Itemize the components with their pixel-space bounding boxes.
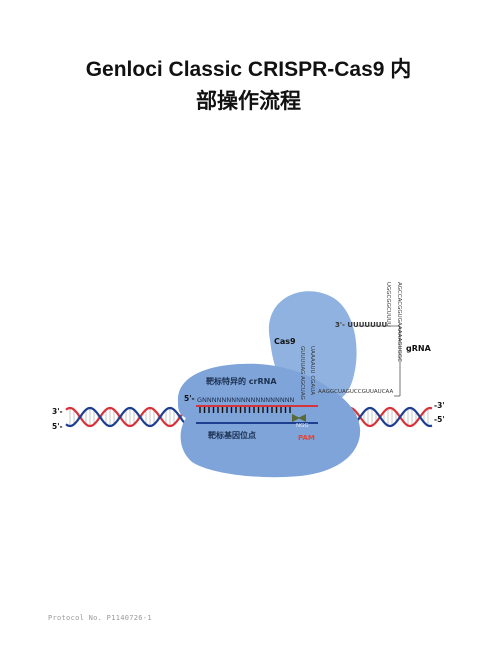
grna-label: gRNA [406, 344, 432, 353]
pam-arrow-left [298, 414, 306, 422]
cas9-label: Cas9 [274, 337, 296, 346]
title-line-2: 部操作流程 [196, 90, 301, 113]
pam-arrow-right [292, 414, 300, 422]
cas9-protein [177, 291, 361, 478]
grna-bracket [356, 325, 401, 397]
duplex-base-pairs [199, 407, 291, 413]
crrna-label: 靶标特异的 crRNA [206, 376, 277, 386]
right-5prime-end: -5' [434, 415, 445, 424]
grna-3prime-label: 3'- UUUUUUU [335, 321, 387, 329]
n-sequence-label: GNNNNNNNNNNNNNNNNNNN [197, 396, 295, 404]
crrna-5prime-label: 5'- [184, 394, 195, 403]
protocol-number: Protocol No. P1140726-1 [48, 614, 152, 622]
target-site-label: 靶标基因位点 [208, 430, 256, 440]
title-line-1: Genloci Classic CRISPR-Cas9 内 [85, 58, 412, 81]
pam-label: PAM [298, 434, 315, 442]
right-3prime-end: -3' [434, 401, 445, 410]
stem-sequence-2: UAAAAUU CGAUA [309, 346, 315, 395]
document-title: Genloci Classic CRISPR-Cas9 内 部操作流程 [0, 54, 497, 118]
rna-dna-duplex [196, 405, 318, 424]
hairpin-sequence-1: AGCCACGGUGAAAAAGUGGC [396, 282, 402, 362]
hairpin-sequence-2: UGGCGGCUUUU [385, 282, 391, 327]
loop-sequence-label: AAGGCUAGUCCGUUAUCAA [318, 389, 393, 395]
stem-sequence-1: GUUUUAG AGCUAG [299, 346, 305, 400]
ngg-label: NGG [296, 423, 309, 429]
left-5prime-end: 5'- [52, 422, 63, 431]
left-3prime-end: 3'- [52, 407, 63, 416]
